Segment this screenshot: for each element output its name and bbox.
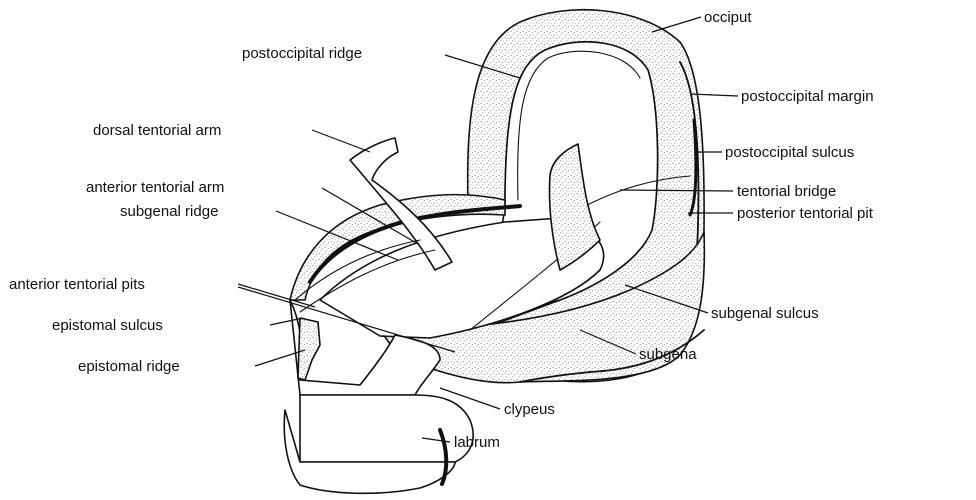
epistomal-ridge-shape bbox=[298, 318, 320, 380]
label-occiput: occiput bbox=[704, 9, 752, 26]
label-clypeus: clypeus bbox=[504, 401, 555, 418]
label-postoccipital-sulcus: postoccipital sulcus bbox=[725, 144, 854, 161]
label-subgena: subgena bbox=[639, 346, 697, 363]
labels: occiput postoccipital ridge postoccipita… bbox=[9, 9, 874, 451]
label-epistomal-ridge: epistomal ridge bbox=[78, 358, 180, 375]
label-dorsal-tentorial-arm: dorsal tentorial arm bbox=[93, 122, 221, 139]
label-subgenal-ridge: subgenal ridge bbox=[120, 203, 218, 220]
label-epistomal-sulcus: epistomal sulcus bbox=[52, 317, 163, 334]
label-tentorial-bridge: tentorial bridge bbox=[737, 183, 836, 200]
label-labrum: labrum bbox=[454, 434, 500, 451]
label-anterior-tentorial-arm: anterior tentorial arm bbox=[86, 179, 224, 196]
label-postoccipital-margin: postoccipital margin bbox=[741, 88, 874, 105]
leader-dorsal-tentorial-arm bbox=[312, 130, 370, 152]
label-postoccipital-ridge: postoccipital ridge bbox=[242, 45, 362, 62]
head-illustration bbox=[284, 10, 704, 494]
label-subgenal-sulcus: subgenal sulcus bbox=[711, 305, 819, 322]
label-posterior-tentorial-pit: posterior tentorial pit bbox=[737, 205, 874, 222]
label-anterior-tentorial-pits: anterior tentorial pits bbox=[9, 276, 145, 293]
leader-occiput bbox=[652, 17, 701, 32]
